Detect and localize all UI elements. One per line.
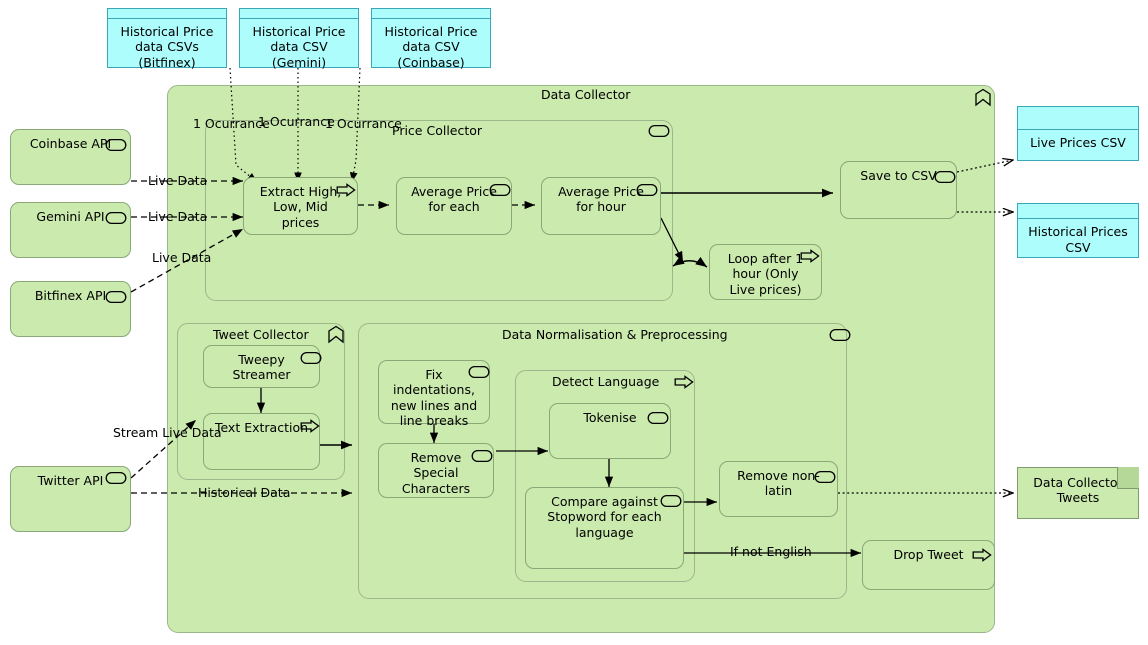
- edge-label-live-data-gemini: Live Data: [148, 209, 208, 224]
- node-label: Remove Special Characters: [401, 450, 471, 496]
- edge-label-historical-data: Historical Data: [198, 485, 291, 500]
- node-tweepy-streamer[interactable]: Tweepy Streamer: [203, 345, 320, 388]
- artifact-csv-coinbase[interactable]: Historical Price data CSV (Coinbase): [371, 6, 491, 70]
- artifact-csv-gemini[interactable]: Historical Price data CSV (Gemini): [239, 6, 359, 70]
- artifact-band: [108, 6, 226, 20]
- edge-label-live-data-coinbase: Live Data: [148, 173, 208, 188]
- container-title-detect-language: Detect Language: [552, 374, 660, 389]
- deliverable-label: Data Collector Tweets: [1033, 475, 1123, 506]
- artifact-historical-prices-csv[interactable]: Historical Prices CSV: [1017, 203, 1139, 258]
- container-title-tweet-collector: Tweet Collector: [213, 327, 309, 342]
- element-gemini-api[interactable]: Gemini API: [10, 202, 131, 258]
- artifact-label: Historical Prices CSV: [1028, 224, 1128, 255]
- container-price-collector[interactable]: [205, 120, 673, 301]
- artifact-band: [1018, 206, 1138, 220]
- node-label: Save to CSV: [860, 168, 937, 183]
- node-label: Loop after 1 hour (Only Live prices): [727, 251, 804, 297]
- container-detect-language[interactable]: [515, 370, 695, 582]
- node-remove-special-characters[interactable]: Remove Special Characters: [378, 443, 494, 498]
- artifact-label: Historical Price data CSV (Gemini): [252, 24, 346, 70]
- element-label: Coinbase API: [29, 136, 112, 151]
- node-tokenise[interactable]: Tokenise: [549, 403, 671, 459]
- node-save-to-csv[interactable]: Save to CSV: [840, 161, 957, 219]
- node-fix-indentations[interactable]: Fix indentations, new lines and line bre…: [378, 360, 490, 428]
- node-label: Average Price for hour: [558, 184, 644, 215]
- element-twitter-api[interactable]: Twitter API: [10, 466, 131, 532]
- node-loop-after-1-hour[interactable]: Loop after 1 hour (Only Live prices): [709, 244, 822, 300]
- node-label: Average Price for each: [411, 184, 497, 215]
- container-tweet-collector[interactable]: [177, 323, 345, 480]
- edge-label-occurrance-2: 1 Ocurrance: [258, 114, 335, 129]
- node-average-price-hour[interactable]: Average Price for hour: [541, 177, 661, 235]
- node-label: Remove non-latin: [737, 468, 820, 499]
- artifact-label: Historical Price data CSV (Coinbase): [384, 24, 478, 70]
- node-label: Tweepy Streamer: [232, 352, 291, 383]
- artifact-band: [1018, 117, 1138, 130]
- node-label: Tokenise: [583, 410, 637, 425]
- edge-label-occurrance-1: 1 Ocurrance: [193, 116, 270, 131]
- node-label: Fix indentations, new lines and line bre…: [390, 367, 478, 428]
- artifact-csv-bitfinex[interactable]: Historical Price data CSVs (Bitfinex): [107, 6, 227, 70]
- edge-label-occurrance-3: 1 Ocurrance: [325, 116, 402, 131]
- artifact-label: Historical Price data CSVs (Bitfinex): [120, 24, 214, 70]
- folded-corner: [1117, 467, 1139, 489]
- edge-label-live-data-bitfinex: Live Data: [152, 250, 212, 265]
- node-average-price-each[interactable]: Average Price for each: [396, 177, 512, 235]
- element-label: Twitter API: [37, 473, 104, 488]
- element-bitfinex-api[interactable]: Bitfinex API: [10, 281, 131, 337]
- node-label: Extract High, Low, Mid prices: [259, 184, 342, 230]
- node-drop-tweet[interactable]: Drop Tweet: [862, 540, 995, 590]
- node-remove-non-latin[interactable]: Remove non-latin: [719, 461, 838, 517]
- node-text-extraction[interactable]: Text Extraction: [203, 413, 320, 470]
- node-extract-prices[interactable]: Extract High, Low, Mid prices: [243, 177, 358, 235]
- container-title-price-collector: Price Collector: [392, 123, 483, 138]
- artifact-band: [372, 6, 490, 20]
- node-compare-stopword[interactable]: Compare against Stopword for each langua…: [525, 487, 684, 569]
- element-label: Gemini API: [36, 209, 105, 224]
- deliverable-data-collector-tweets[interactable]: Data Collector Tweets: [1017, 467, 1139, 519]
- container-data-normalisation[interactable]: [358, 323, 847, 599]
- container-title-data-collector: Data Collector: [541, 87, 631, 102]
- artifact-band: [240, 6, 358, 20]
- node-label: Compare against Stopword for each langua…: [547, 494, 662, 540]
- node-label: Text Extraction: [214, 420, 309, 435]
- artifact-live-prices-csv[interactable]: Live Prices CSV: [1017, 106, 1139, 161]
- edge-label-stream-live-data: Stream Live Data: [113, 425, 222, 440]
- node-label: Drop Tweet: [893, 547, 964, 562]
- artifact-label: Live Prices CSV: [1030, 134, 1126, 150]
- element-coinbase-api[interactable]: Coinbase API: [10, 129, 131, 185]
- element-label: Bitfinex API: [34, 288, 107, 303]
- edge-label-if-not-english: If not English: [730, 544, 812, 559]
- container-title-data-normalisation: Data Normalisation & Preprocessing: [502, 327, 728, 342]
